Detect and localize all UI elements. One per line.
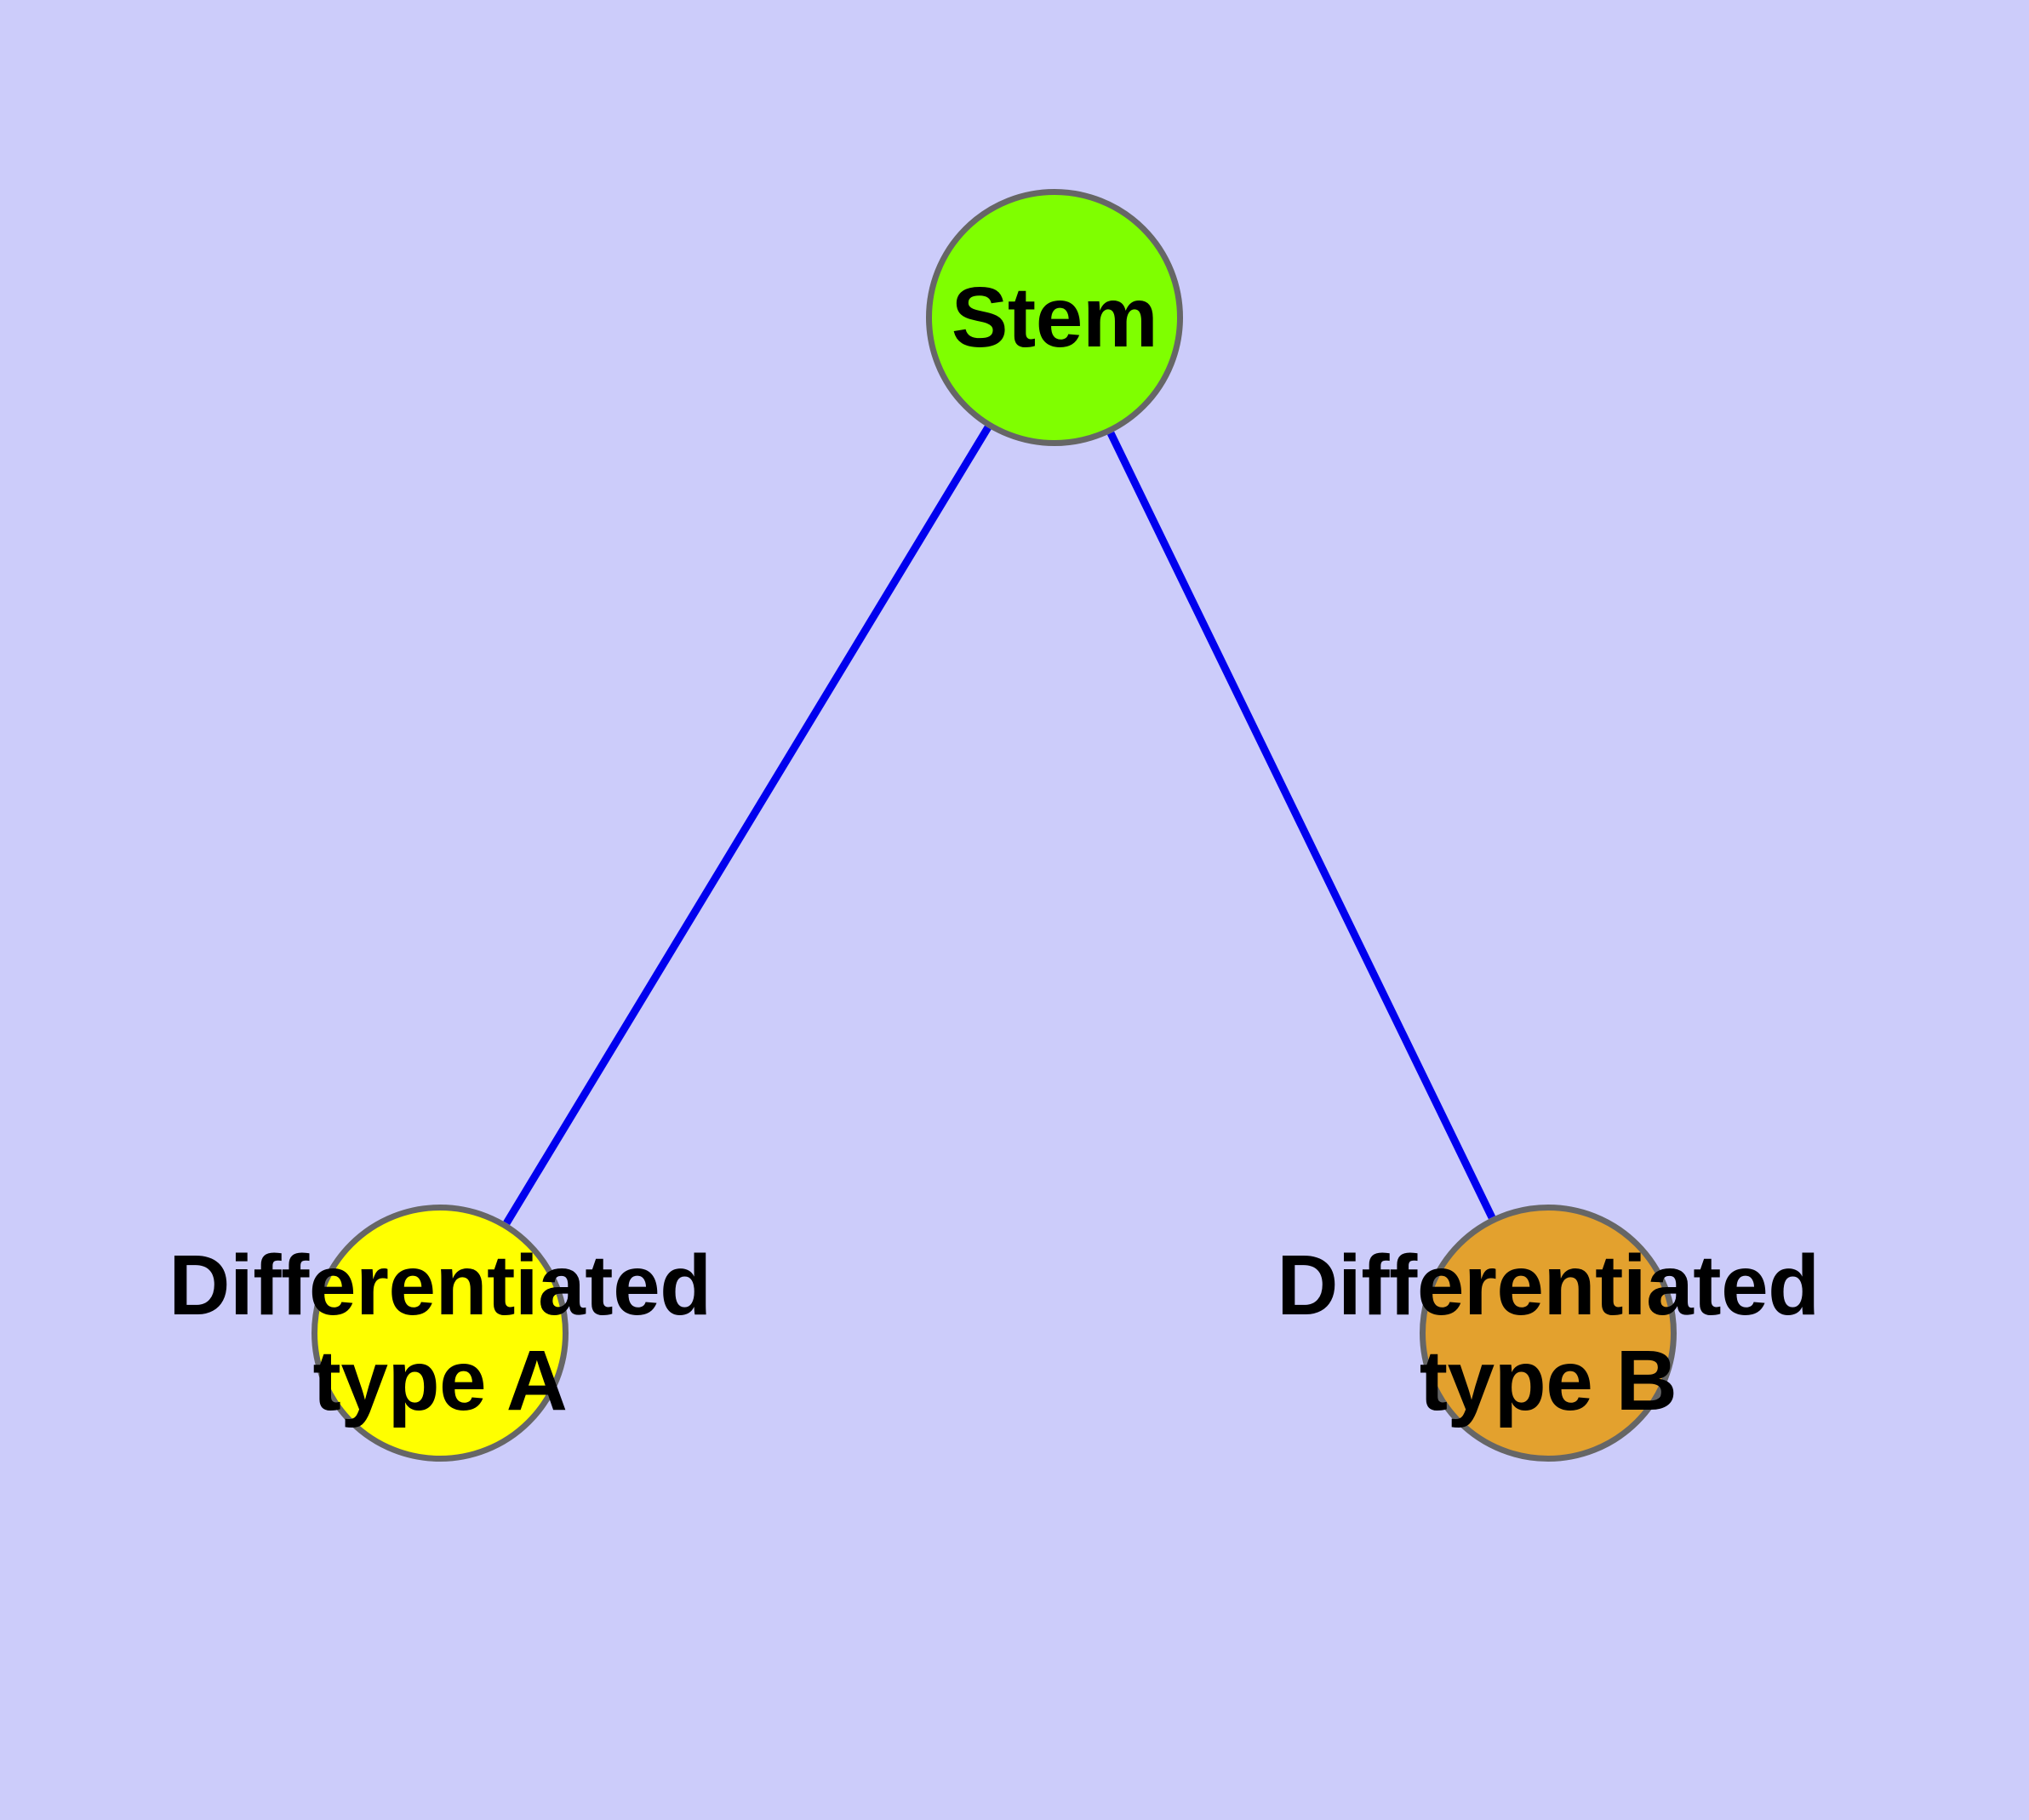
edge-stem-to-differentiated-type-b[interactable] (1106, 431, 1496, 1220)
node-differentiated-type-b[interactable] (1420, 1205, 1677, 1462)
node-differentiated-type-a[interactable] (311, 1205, 569, 1462)
edge-layer (503, 425, 1496, 1226)
node-stem[interactable] (926, 189, 1183, 446)
edge-stem-to-differentiated-type-a[interactable] (503, 425, 992, 1226)
node-layer (311, 189, 1677, 1462)
